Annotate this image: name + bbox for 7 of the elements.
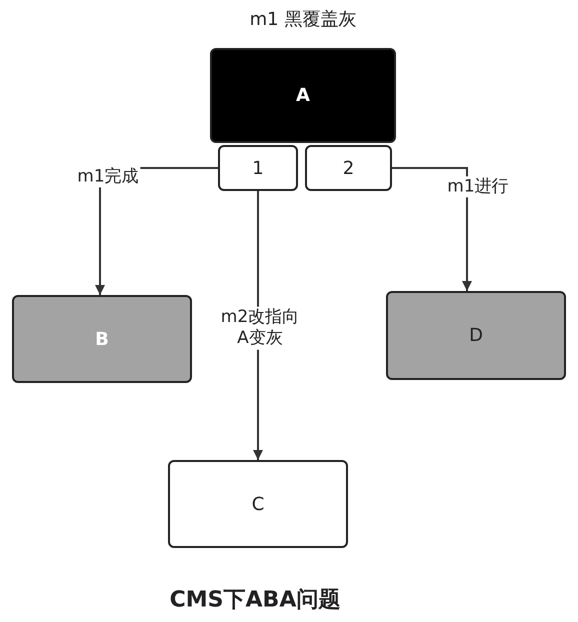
process-box: D [386,291,566,380]
process-box: A [210,48,396,143]
slot-box: 2 [305,145,392,191]
process-box: C [168,460,348,548]
slot-box: 1 [218,145,298,191]
process-box: B [12,295,192,383]
arrow [392,167,472,291]
